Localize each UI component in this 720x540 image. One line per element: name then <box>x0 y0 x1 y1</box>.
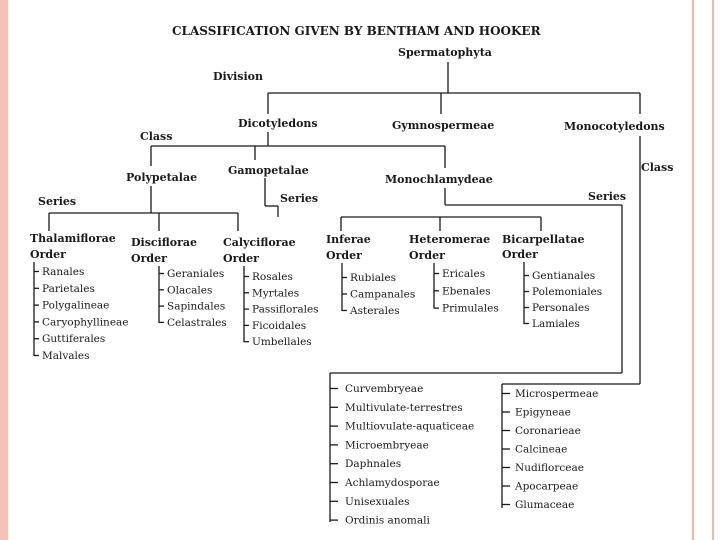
monocot-series-item: Calcineae <box>515 444 567 456</box>
label-series-dicot: Series <box>38 195 76 208</box>
series-title: Bicarpellatae <box>502 233 584 246</box>
monocot-series-item: Apocarpeae <box>514 481 578 493</box>
order-item: Passiflorales <box>252 304 319 316</box>
monocotyledons-connectors <box>501 136 641 508</box>
order-item: Myrtales <box>252 287 299 299</box>
label-series-gamo: Series <box>280 192 318 205</box>
series-title: Calyciflorae <box>223 236 296 249</box>
node-monochlamydeae: Monochlamydeae <box>385 173 493 186</box>
series-order-label: Order <box>30 248 66 261</box>
series-order-label: Order <box>223 252 259 265</box>
node-gymnospermeae: Gymnospermeae <box>392 119 494 132</box>
order-item: Celastrales <box>167 317 227 329</box>
order-item: Guttiferales <box>42 333 105 345</box>
node-monocotyledons: Monocotyledons <box>564 120 665 133</box>
node-gamopetalae: Gamopetalae <box>228 164 309 177</box>
label-series-mono: Series <box>588 190 626 203</box>
order-item: Geraniales <box>167 268 224 280</box>
order-item: Ebenales <box>442 285 491 297</box>
order-item: Caryophyllineae <box>42 316 129 328</box>
monocot-series-item: Epigyneae <box>515 407 571 419</box>
order-item: Asterales <box>349 305 400 317</box>
order-item: Gentianales <box>532 270 595 282</box>
monochlamydeae-series-item: Multiovulate-aquaticeae <box>345 421 474 433</box>
gamopetalae-series-connectors <box>264 178 542 231</box>
division-connectors <box>267 62 641 114</box>
series-order-label: Order <box>502 248 538 261</box>
monochlamydeae-series-item: Microembryeae <box>345 439 429 451</box>
left-border-decoration <box>0 0 8 540</box>
order-item: Polygalineae <box>42 300 109 312</box>
label-division: Division <box>213 70 263 83</box>
order-item: Ranales <box>42 266 84 278</box>
series-order-label: Order <box>326 249 362 262</box>
order-item: Lamiales <box>532 318 580 330</box>
order-item: Olacales <box>167 284 212 296</box>
order-item: Rubiales <box>350 272 396 284</box>
series-order-label: Order <box>409 249 445 262</box>
order-lists: RanalesParietalesPolygalineaeCaryophylli… <box>33 262 602 362</box>
right-border-decoration <box>692 0 714 540</box>
order-item: Personales <box>532 302 590 314</box>
node-root: Spermatophyta <box>398 46 492 59</box>
order-item: Polemoniales <box>532 286 602 298</box>
label-class-dicot: Class <box>140 130 172 143</box>
order-item: Ficoidales <box>252 320 306 332</box>
monochlamydeae-series-item: Achlamydosporae <box>344 477 440 489</box>
series-title: Thalamiflorae <box>30 232 116 245</box>
monochlamydeae-series-item: Curvembryeae <box>345 383 423 395</box>
class-connectors <box>150 132 446 168</box>
order-item: Primulales <box>442 303 499 315</box>
monocot-series-item: Microspermeae <box>515 388 598 400</box>
monocot-series-item: Nudiflorceae <box>515 462 584 474</box>
order-item: Malvales <box>42 350 90 362</box>
diagram-title: CLASSIFICATION GIVEN BY BENTHAM AND HOOK… <box>172 24 542 38</box>
order-item: Rosales <box>252 271 293 283</box>
series-title: Inferae <box>326 233 371 246</box>
order-item: Campanales <box>350 289 415 301</box>
series-order-label: Order <box>131 252 167 265</box>
bottom-series-lists: CurvembryeaeMultivulate-terrestresMultio… <box>330 383 598 527</box>
monochlamydeae-series-item: Unisexuales <box>345 496 409 508</box>
node-dicotyledons: Dicotyledons <box>238 117 318 130</box>
order-item: Sapindales <box>167 301 225 313</box>
monochlamydeae-series-item: Ordinis anomali <box>345 515 430 527</box>
monocot-series-item: Coronarieae <box>515 425 581 437</box>
monochlamydeae-connectors <box>329 188 623 522</box>
series-title: Disciflorae <box>131 236 197 249</box>
monochlamydeae-series-item: Daphnales <box>345 458 401 470</box>
order-item: Ericales <box>442 268 485 280</box>
series-title: Heteromerae <box>409 233 490 246</box>
order-item: Umbellales <box>252 336 312 348</box>
node-polypetalae: Polypetalae <box>126 171 197 184</box>
monochlamydeae-series-item: Multivulate-terrestres <box>345 402 463 414</box>
label-class-mono: Class <box>641 161 673 174</box>
monocot-series-item: Glumaceae <box>515 499 574 511</box>
order-item: Parietales <box>42 283 95 295</box>
polypetalae-series-connectors <box>48 186 239 231</box>
